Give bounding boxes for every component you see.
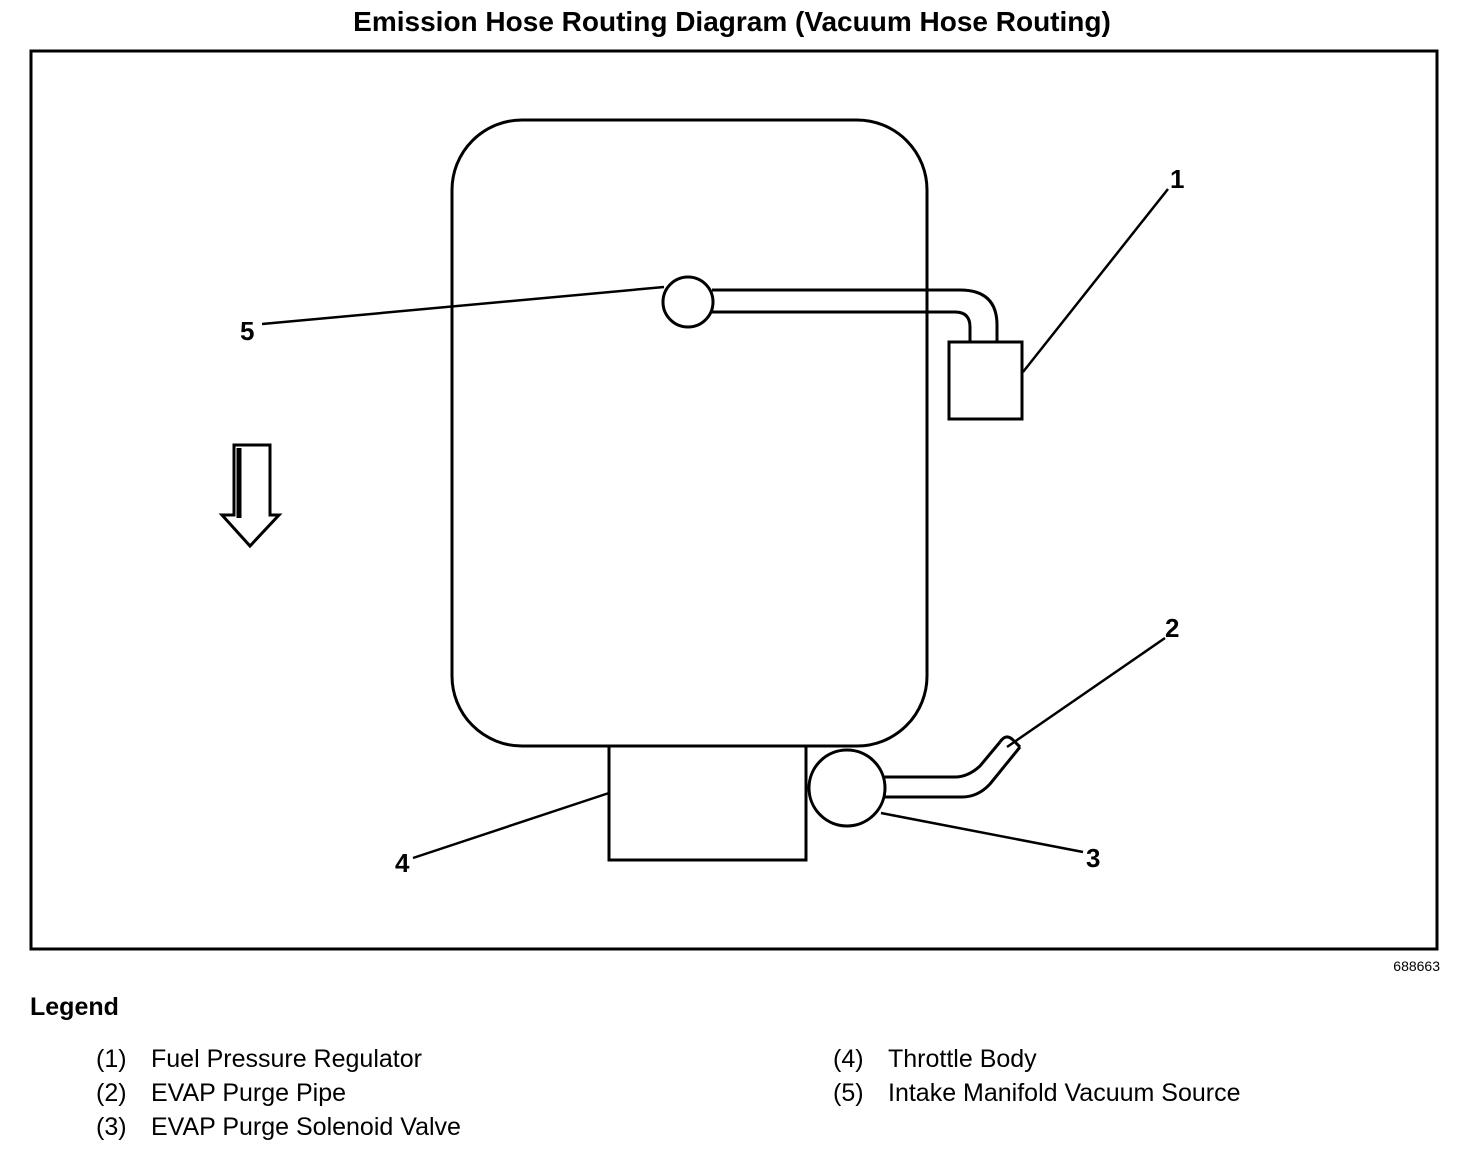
legend-item: (5) Intake Manifold Vacuum Source (833, 1076, 1241, 1110)
diagram-frame (29, 49, 1439, 951)
legend-item: (3) EVAP Purge Solenoid Valve (96, 1110, 461, 1144)
vacuum-hose-outer (712, 288, 999, 342)
legend-item: (2) EVAP Purge Pipe (96, 1076, 461, 1110)
fuel-pressure-regulator (947, 340, 1024, 421)
legend-number: (4) (833, 1045, 864, 1073)
legend-number: (2) (96, 1079, 127, 1107)
legend-number: (3) (96, 1113, 127, 1141)
evap-purge-solenoid-valve (807, 748, 887, 828)
legend-label: EVAP Purge Solenoid Valve (151, 1113, 461, 1141)
legend-item: (1) Fuel Pressure Regulator (96, 1042, 461, 1076)
evap-purge-pipe-end (998, 735, 1022, 749)
leader-line-3 (880, 811, 1084, 854)
leader-line-2 (1006, 636, 1166, 749)
intake-manifold-vacuum-source (661, 275, 715, 329)
legend-left-column: (1) Fuel Pressure Regulator (2) EVAP Purge… (96, 1042, 461, 1144)
vacuum-hose-inner (712, 310, 972, 342)
diagram-title: Emission Hose Routing Diagram (Vacuum Ho… (353, 6, 1111, 37)
engine-outline (450, 118, 929, 748)
callout-2: 2 (1165, 613, 1179, 643)
evap-purge-pipe-lower (884, 746, 1022, 799)
figure-id: 688663 (1393, 958, 1440, 974)
throttle-body (607, 744, 808, 862)
legend-label: EVAP Purge Pipe (151, 1079, 347, 1107)
front-direction-arrow-icon (218, 443, 283, 549)
evap-purge-pipe-upper (884, 741, 1002, 779)
legend-number: (1) (96, 1045, 127, 1073)
legend-label: Intake Manifold Vacuum Source (888, 1079, 1241, 1107)
leader-line-1 (1022, 188, 1169, 373)
legend-number: (5) (833, 1079, 864, 1107)
legend-title: Legend (30, 993, 119, 1021)
callout-1: 1 (1170, 164, 1184, 194)
callout-4: 4 (395, 848, 410, 878)
callout-5: 5 (240, 316, 254, 346)
leader-line-5 (261, 285, 665, 326)
legend-label: Throttle Body (888, 1045, 1037, 1073)
leader-line-4 (412, 791, 610, 860)
legend-label: Fuel Pressure Regulator (151, 1045, 422, 1073)
legend-item: (4) Throttle Body (833, 1042, 1241, 1076)
callout-3: 3 (1086, 843, 1100, 873)
legend-right-column: (4) Throttle Body (5) Intake Manifold Vacu… (833, 1042, 1241, 1110)
